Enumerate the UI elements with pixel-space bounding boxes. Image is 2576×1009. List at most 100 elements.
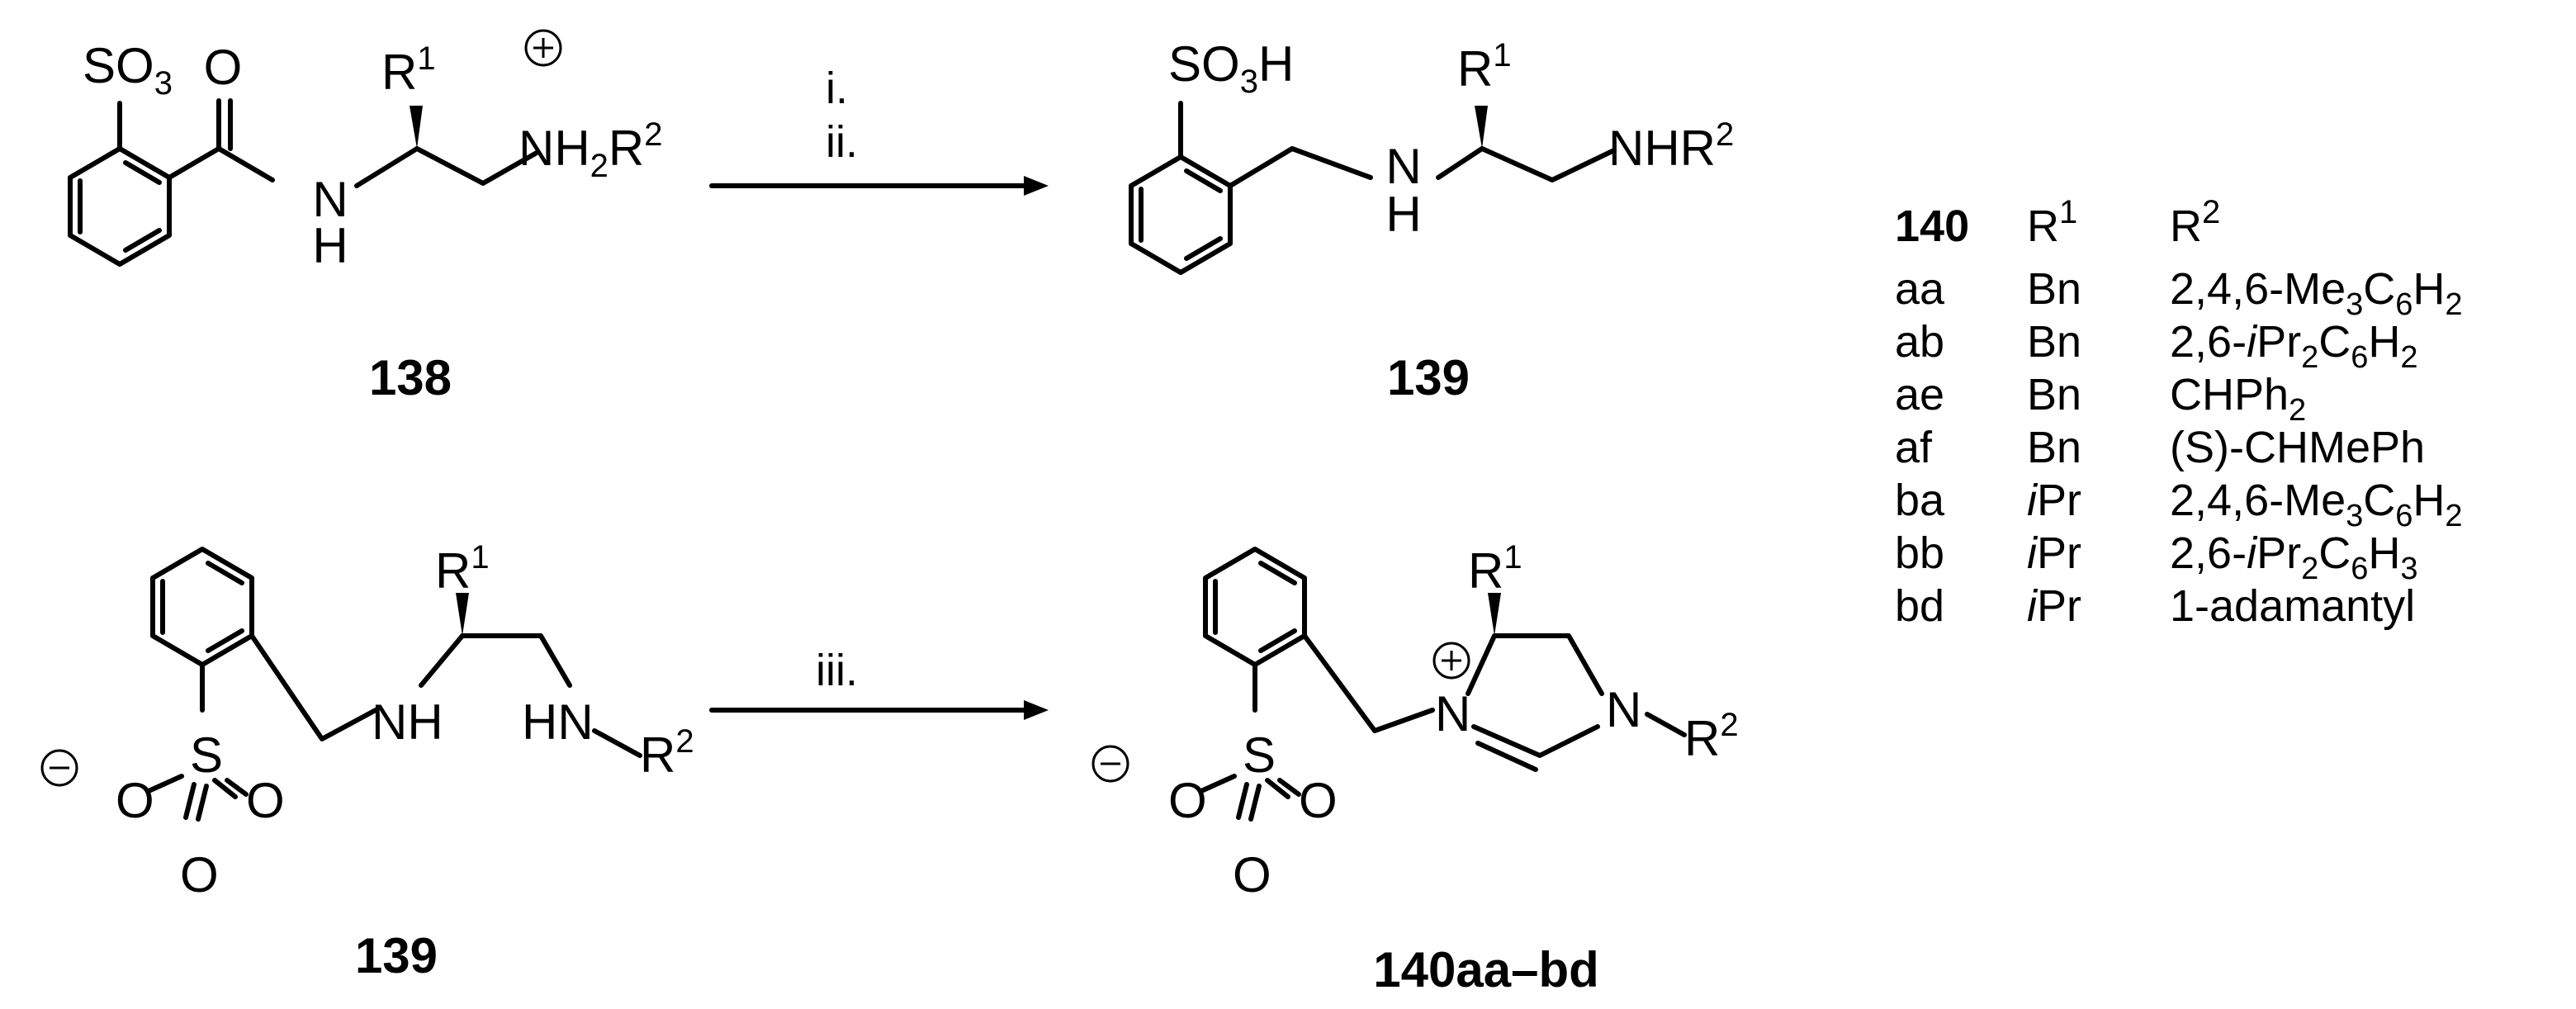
compound-140-structure: S O O O N R1 N R2: [1091, 539, 1739, 902]
benzene-inner-bonds-139-bottom: [160, 561, 244, 653]
table-header-r2: R2: [2170, 194, 2220, 251]
table-title: 140: [1895, 201, 1969, 251]
table-row-r1: Bn: [2027, 264, 2081, 314]
oxygen-label-a-140: O: [1299, 773, 1338, 828]
r1-label-139-top: R1: [1457, 37, 1512, 97]
table-row-r1: iPr: [2027, 581, 2081, 631]
plus-sign-140: [1442, 651, 1461, 670]
sulfur-label-140: S: [1243, 727, 1276, 783]
sulfonate-bonds-140: [1199, 774, 1301, 822]
bond-nh-to-stereocenter-139-top: [1436, 146, 1485, 180]
bond-benzyl-ch2-139-top: [1228, 146, 1373, 188]
bond-ring-to-carbonyl-138: [167, 146, 221, 180]
so3-label-138: SO3: [83, 38, 173, 102]
wedge-bond-138: [410, 106, 423, 149]
sulfonate-bonds-139-bottom: [146, 774, 249, 822]
compound-139-bottom-structure: S O O O NH R1 HN R2: [40, 539, 694, 902]
plus-sign-138: [533, 38, 553, 58]
compound-label-138: 138: [369, 350, 452, 405]
table-row-r2: 2,6-iPr2C6H3: [2170, 528, 2417, 586]
reaction-arrow-1: [709, 176, 1049, 196]
table-row-r2: 2,4,6-Me3C6H2: [2170, 476, 2463, 533]
oxygen-label-b-139-bottom: O: [180, 847, 219, 902]
benzene-inner-bonds-138: [78, 160, 162, 253]
compound-139-top-structure: SO3H N H R1 NHR2: [1129, 36, 1734, 275]
oxygen-minus-label-139-bottom: O: [116, 773, 154, 828]
table-row-r2: 2,4,6-Me3C6H2: [2170, 264, 2463, 322]
table-row-id: bb: [1895, 528, 1944, 578]
condition-step-i: i.: [826, 64, 848, 113]
bond-nh-to-stereocenter-139-bottom: [419, 633, 465, 688]
ammonium-label-138: NH2R2: [519, 116, 663, 184]
table-row-id: ab: [1895, 317, 1944, 367]
sulfur-label-139-bottom: S: [190, 727, 223, 783]
iminium-n-label-140: N: [1435, 686, 1470, 741]
bond-stereocenter-to-ch2-138: [414, 146, 539, 186]
positive-charge-icon-140: [1432, 642, 1470, 680]
nhr2-label-139-top: NHR2: [1608, 116, 1734, 176]
wedge-bond-139-top: [1475, 106, 1488, 149]
table-row-r1: Bn: [2027, 370, 2081, 419]
compound-label-139-top: 139: [1387, 350, 1470, 405]
table-row-r2: 2,6-iPr2C6H2: [2170, 317, 2417, 375]
bond-nh-to-stereocenter-138: [354, 146, 419, 188]
carbonyl-oxygen-label-138: O: [204, 40, 243, 95]
amine-n-label-140: N: [1606, 682, 1641, 737]
benzene-inner-bonds-139-top: [1139, 168, 1223, 261]
table-row-id: ae: [1895, 370, 1944, 419]
bond-carbonyl-to-nh-138: [216, 146, 275, 182]
table-row-r1: iPr: [2027, 476, 2081, 525]
table-row-r2: 1-adamantyl: [2170, 581, 2415, 631]
table-row-id: af: [1895, 423, 1933, 472]
bond-benzyl-ch2-140: [1302, 633, 1435, 733]
compound-label-139-bottom: 139: [355, 928, 438, 983]
imine-double-bond-140: [1475, 741, 1538, 772]
condition-step-iii: iii.: [816, 646, 858, 695]
amide-n-label-138: N: [312, 172, 348, 227]
positive-charge-icon-138: [524, 29, 562, 67]
amine-h-label-139-top: H: [1385, 187, 1421, 242]
benzene-ring-139-top: [1129, 154, 1233, 275]
imidazolinium-ring-bonds-140: [1466, 633, 1604, 758]
wedge-bond-140: [1488, 593, 1501, 636]
reaction-arrow-2: [709, 700, 1049, 720]
benzene-inner-bonds-140: [1213, 561, 1297, 653]
condition-step-ii: ii.: [826, 117, 858, 167]
negative-charge-icon-139-bottom: [40, 749, 78, 787]
oxygen-minus-label-140: O: [1168, 773, 1207, 828]
compound-label-140: 140aa–bd: [1373, 942, 1599, 997]
table-row-r1: Bn: [2027, 423, 2081, 472]
benzene-ring-139-bottom: [150, 547, 254, 667]
oxygen-label-b-140: O: [1233, 847, 1271, 902]
r1-label-140: R1: [1468, 539, 1522, 599]
amide-h-label-138: H: [312, 218, 348, 273]
table-header-r1: R1: [2027, 194, 2077, 251]
oxygen-label-a-139-bottom: O: [246, 773, 285, 828]
table-row-id: bd: [1895, 581, 1944, 631]
r2-label-140: R2: [1684, 707, 1739, 766]
table-row-r1: iPr: [2027, 528, 2081, 578]
so3h-label-139-top: SO3H: [1168, 36, 1294, 100]
table-row-id: ba: [1895, 476, 1945, 525]
amine-n-label-139-top: N: [1385, 139, 1421, 194]
wedge-bond-139-bottom: [456, 593, 469, 636]
table-row-r2: (S)-CHMePh: [2170, 423, 2425, 472]
benzene-ring-138: [68, 146, 172, 267]
compound-138-structure: SO3 O N H R1 NH2R2: [68, 29, 663, 273]
r1-label-139-bottom: R1: [435, 539, 490, 599]
benzene-ring-140: [1203, 547, 1307, 667]
table-row-id: aa: [1895, 264, 1945, 314]
bond-n-to-r2-140: [1645, 712, 1687, 737]
bond-benzyl-ch2-139-bottom: [249, 633, 378, 741]
nh-label-139-bottom: NH: [372, 694, 443, 750]
bond-stereocenter-to-ch2-139-top: [1480, 146, 1617, 182]
bond-stereocenter-to-ch2-139-bottom: [460, 633, 572, 688]
table-row-r1: Bn: [2027, 317, 2081, 367]
hn-label-139-bottom: HN: [522, 694, 594, 750]
r1-label-138: R1: [381, 40, 436, 100]
carbonyl-double-bond-138: [216, 98, 233, 151]
table-row-r2: CHPh2: [2170, 370, 2306, 428]
